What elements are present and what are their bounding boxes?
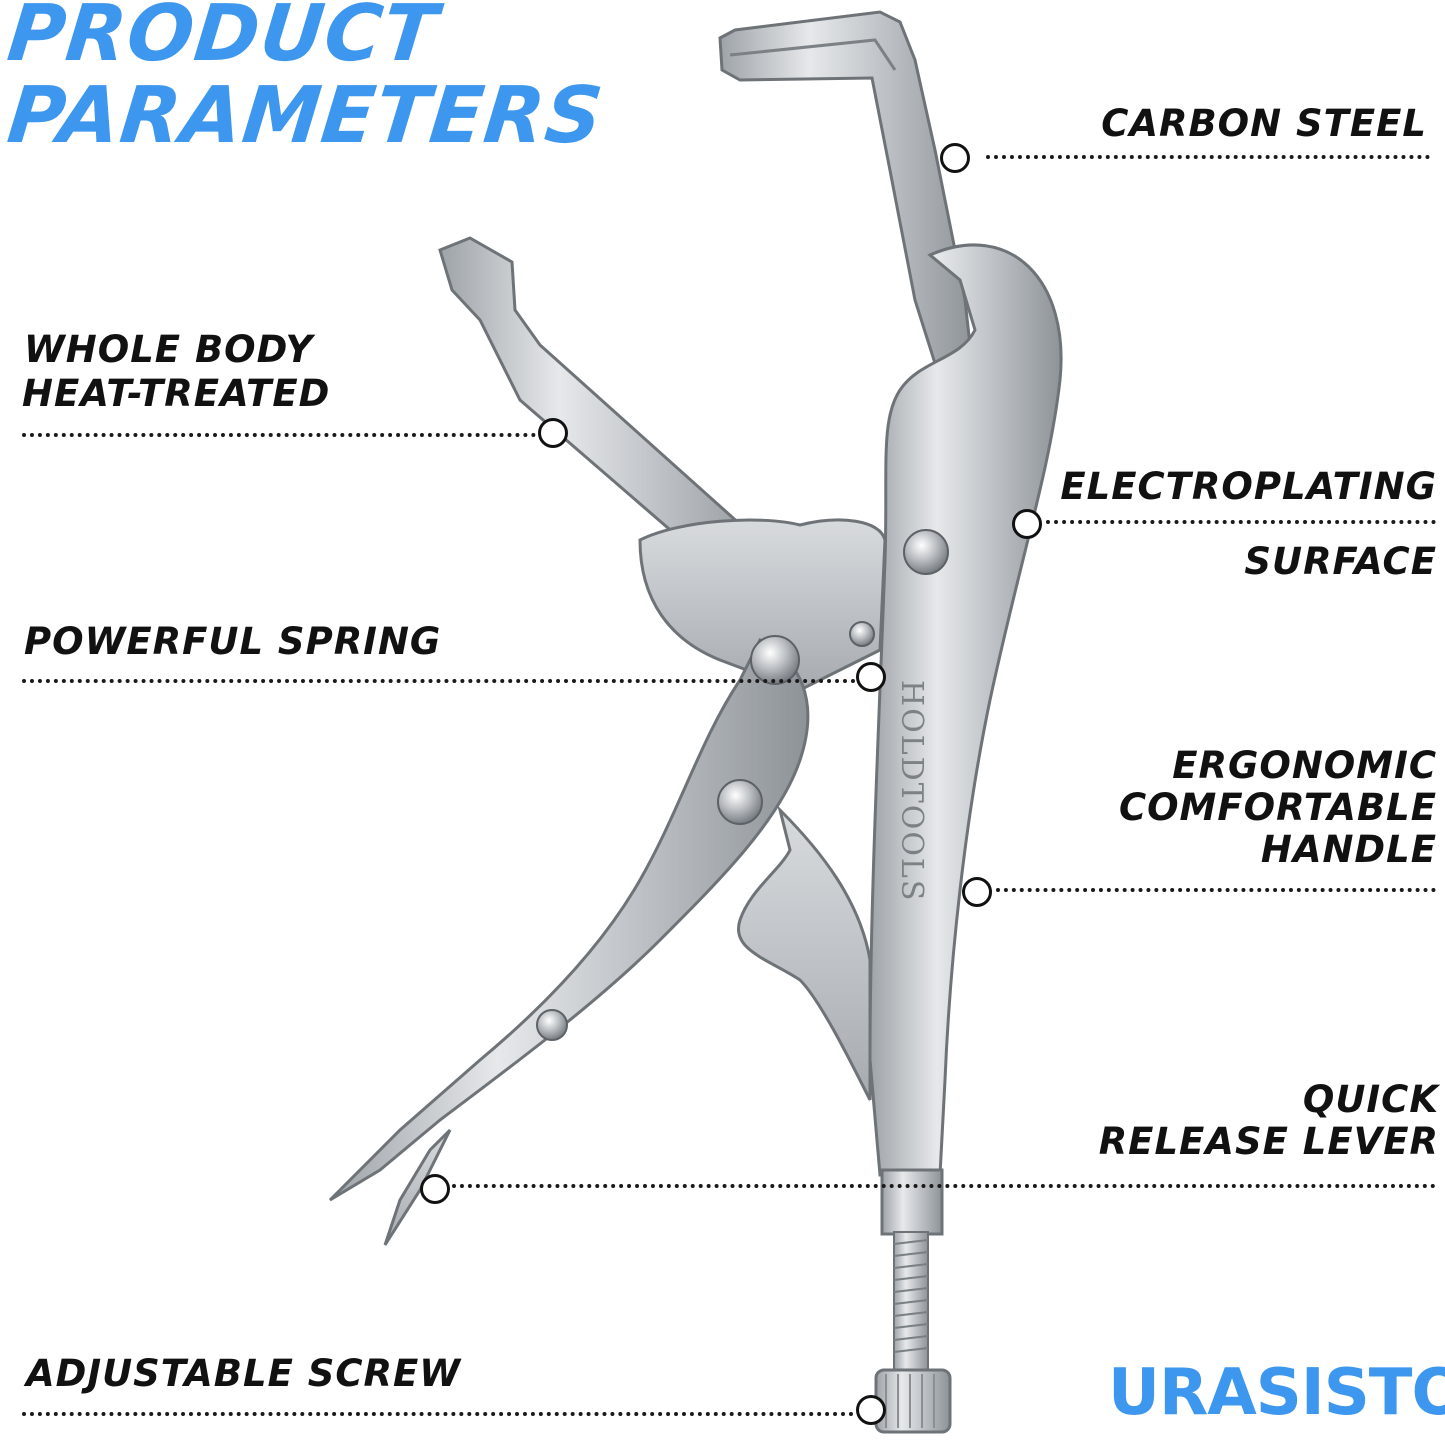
marker-spring bbox=[856, 662, 886, 692]
release-lever bbox=[736, 805, 872, 1101]
spring-coil bbox=[849, 621, 875, 647]
leader-line-heat-treated bbox=[22, 433, 536, 437]
movable-handle bbox=[328, 637, 810, 1202]
brand-logo: URASISTO bbox=[1108, 1356, 1445, 1430]
marker-carbon-steel bbox=[940, 143, 970, 173]
jaw-pivot-plate bbox=[638, 518, 887, 692]
label-spring: POWERFUL SPRING bbox=[24, 620, 442, 663]
rivet bbox=[536, 1009, 568, 1041]
label-handle-line2: COMFORTABLE bbox=[1118, 786, 1437, 829]
marker-electroplating bbox=[1012, 509, 1042, 539]
rivet bbox=[717, 779, 763, 825]
label-heat-treated-line2: HEAT-TREATED bbox=[22, 372, 331, 415]
leader-line-carbon-steel bbox=[986, 155, 1430, 159]
label-electroplating-line1: ELECTROPLATING bbox=[1060, 465, 1437, 508]
page-title-line2: PARAMETERS bbox=[3, 71, 608, 161]
upper-hook-jaw bbox=[718, 10, 977, 397]
leader-line-spring bbox=[22, 679, 856, 683]
label-carbon-steel: CARBON STEEL bbox=[1101, 102, 1427, 145]
page-title-line1: PRODUCT bbox=[3, 0, 443, 79]
rivet bbox=[750, 635, 800, 685]
marker-release bbox=[420, 1174, 450, 1204]
marker-handle bbox=[962, 877, 992, 907]
label-handle-line1: ERGONOMIC bbox=[1172, 744, 1437, 787]
label-screw: ADJUSTABLE SCREW bbox=[26, 1352, 462, 1395]
label-release-line1: QUICK bbox=[1302, 1078, 1439, 1121]
label-heat-treated-line1: WHOLE BODY bbox=[24, 328, 314, 371]
fixed-handle bbox=[868, 243, 1063, 1177]
leader-line-electroplating bbox=[1046, 520, 1436, 524]
label-release-line2: RELEASE LEVER bbox=[1098, 1120, 1439, 1163]
screw-knob bbox=[874, 1368, 952, 1434]
leader-line-release bbox=[452, 1184, 1436, 1188]
tool-engraving: HOLDTOOLS bbox=[894, 680, 929, 902]
leader-line-screw bbox=[22, 1412, 854, 1416]
label-electroplating-line2: SURFACE bbox=[1244, 540, 1437, 583]
marker-screw bbox=[856, 1395, 886, 1425]
leader-line-handle bbox=[996, 888, 1436, 892]
rivet bbox=[903, 529, 949, 575]
marker-heat-treated bbox=[538, 418, 568, 448]
label-handle-line3: HANDLE bbox=[1260, 828, 1437, 871]
screw-collar bbox=[880, 1168, 944, 1236]
